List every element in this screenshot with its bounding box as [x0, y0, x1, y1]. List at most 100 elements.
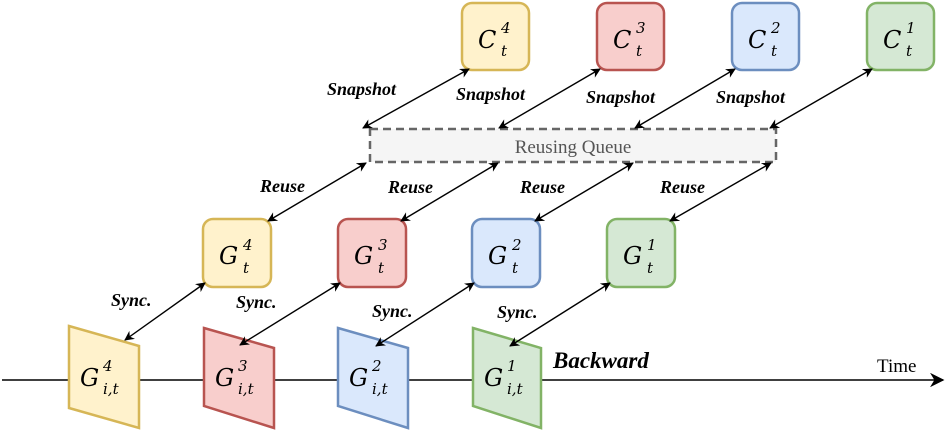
gradient-box-1: G 1 t	[605, 217, 677, 289]
svg-text:G: G	[215, 364, 234, 392]
time-label: Time	[877, 356, 916, 377]
snapshot-sub: t	[636, 42, 643, 60]
gradient-sup: 1	[647, 236, 657, 254]
gradient-sub: t	[512, 259, 519, 277]
sync-arrow-4	[124, 282, 206, 341]
svg-text:4: 4	[242, 236, 253, 254]
reuse-arrows	[267, 162, 772, 222]
svg-text:i,t: i,t	[238, 380, 255, 398]
svg-text:G: G	[219, 242, 238, 270]
svg-text:t: t	[771, 42, 778, 60]
svg-text:G: G	[623, 242, 642, 270]
snapshot-arrow-1	[769, 68, 873, 129]
backward-label: Backward	[552, 348, 649, 373]
svg-text:3: 3	[378, 236, 388, 254]
svg-text:t: t	[636, 42, 643, 60]
reuse-label: Reuse	[519, 177, 565, 197]
local-gradient-2: G 2 i,t	[336, 326, 410, 430]
reuse-arrow-3	[400, 162, 499, 222]
sync-arrow-2	[375, 282, 475, 347]
local-gradient-base: G	[484, 364, 503, 392]
snapshot-base: C	[748, 26, 766, 54]
sync-arrow-1	[509, 282, 611, 347]
svg-text:i,t: i,t	[372, 380, 389, 398]
reuse-arrow-2	[534, 162, 634, 222]
reusing-queue: Reusing Queue	[368, 127, 778, 164]
local-gradient-4: G 4 i,t	[67, 324, 141, 430]
local-gradient-base: G	[80, 364, 99, 392]
gradient-sup: 3	[378, 236, 388, 254]
reuse-arrow-1	[669, 162, 772, 222]
local-gradient-sup: 3	[238, 357, 248, 375]
svg-text:t: t	[378, 259, 385, 277]
reusing-queue-label: Reusing Queue	[515, 137, 632, 158]
svg-text:G: G	[349, 364, 368, 392]
gradient-box-3: G 3 t	[336, 217, 408, 289]
snapshot-box-1: C 1 t	[865, 1, 936, 72]
snapshot-arrow-4	[362, 68, 470, 129]
snapshot-label: Snapshot	[456, 84, 526, 104]
local-gradient-sup: 2	[371, 357, 382, 375]
reuse-labels: Reuse Reuse Reuse Reuse	[259, 176, 705, 197]
svg-text:3: 3	[636, 19, 646, 37]
local-gradient-base: G	[349, 364, 368, 392]
sync-label: Sync.	[497, 302, 538, 322]
gradient-box-4: G 4 t	[201, 217, 273, 289]
snapshot-base: C	[478, 26, 496, 54]
svg-text:1: 1	[507, 357, 517, 375]
local-gradient-sub: i,t	[372, 380, 389, 398]
gradient-sub: t	[243, 259, 250, 277]
snapshot-sup: 3	[636, 19, 646, 37]
snapshot-label: Snapshot	[716, 87, 786, 107]
local-gradient-3: G 3 i,t	[202, 326, 276, 430]
svg-text:1: 1	[906, 19, 916, 37]
svg-text:t: t	[906, 42, 913, 60]
snapshot-box-3: C 3 t	[595, 1, 666, 72]
snapshot-sup: 1	[906, 19, 916, 37]
snapshot-base: C	[613, 26, 631, 54]
snapshot-row: C 4 t C 3 t C 2 t C 1 t	[460, 1, 936, 72]
svg-text:G: G	[484, 364, 503, 392]
gradient-base: G	[488, 242, 507, 270]
local-gradient-1: G 1 i,t	[471, 326, 543, 430]
svg-text:G: G	[80, 364, 99, 392]
snapshot-sub: t	[501, 42, 508, 60]
gradient-sub: t	[378, 259, 385, 277]
svg-text:i,t: i,t	[103, 380, 120, 398]
local-gradient-row: G 4 i,t G 3 i,t G 2 i,t G 1 i,t	[67, 324, 543, 430]
snapshot-sub: t	[906, 42, 913, 60]
svg-text:1: 1	[647, 236, 657, 254]
local-gradient-sub: i,t	[507, 380, 524, 398]
svg-text:t: t	[501, 42, 508, 60]
snapshot-base: C	[883, 26, 901, 54]
reuse-label: Reuse	[387, 177, 433, 197]
snapshot-arrow-2	[634, 68, 736, 129]
gradient-base: G	[354, 242, 373, 270]
gradient-box-2: G 2 t	[470, 217, 542, 289]
gradient-base: G	[219, 242, 238, 270]
svg-text:G: G	[488, 242, 507, 270]
snapshot-arrow-3	[498, 68, 601, 129]
local-gradient-sub: i,t	[238, 380, 255, 398]
svg-text:2: 2	[511, 236, 522, 254]
sync-arrows	[124, 282, 611, 347]
svg-text:4: 4	[102, 357, 113, 375]
svg-text:C: C	[883, 26, 901, 54]
local-gradient-base: G	[215, 364, 234, 392]
reuse-arrow-4	[267, 162, 367, 222]
gradient-base: G	[623, 242, 642, 270]
svg-text:G: G	[354, 242, 373, 270]
svg-text:C: C	[613, 26, 631, 54]
svg-text:3: 3	[238, 357, 248, 375]
svg-text:4: 4	[500, 19, 511, 37]
gradient-sup: 2	[511, 236, 522, 254]
sync-labels: Sync. Sync. Sync. Sync.	[111, 290, 538, 322]
sync-label: Sync.	[236, 292, 277, 312]
sync-label: Sync.	[372, 301, 413, 321]
snapshot-box-2: C 2 t	[730, 1, 801, 72]
svg-text:t: t	[647, 259, 654, 277]
gradient-sup: 4	[242, 236, 253, 254]
sync-arrow-3	[239, 282, 341, 346]
snapshot-label: Snapshot	[327, 79, 397, 99]
svg-text:C: C	[478, 26, 496, 54]
